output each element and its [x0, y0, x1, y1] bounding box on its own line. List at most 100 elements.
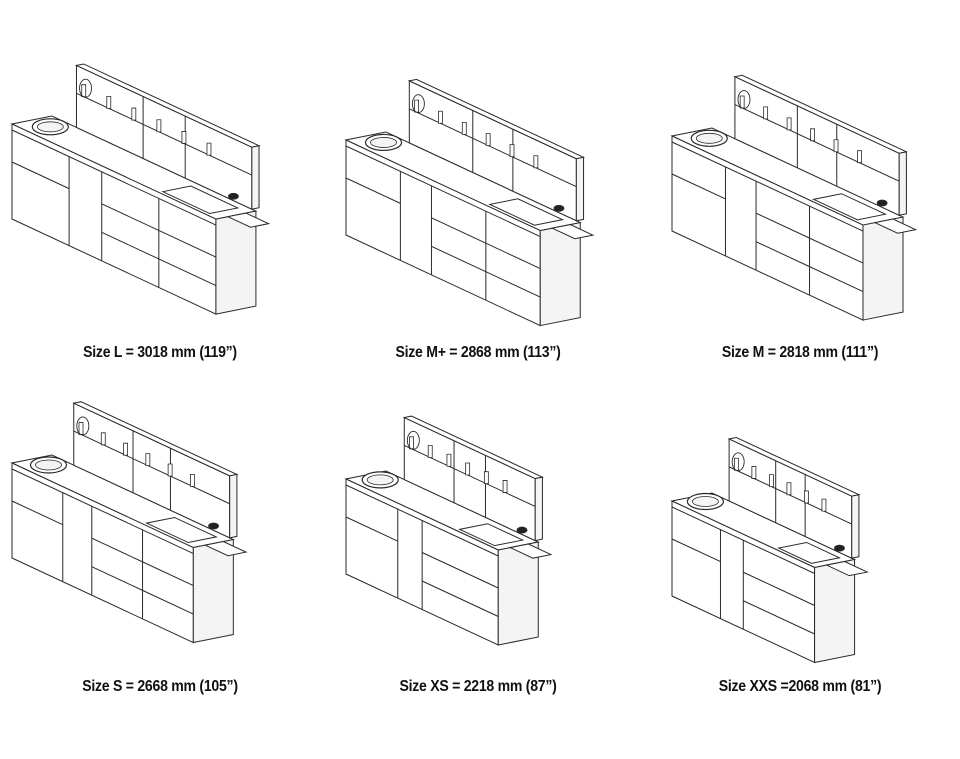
shelf-item [182, 131, 186, 143]
shelf-item [734, 458, 738, 470]
sink-basin [37, 122, 63, 132]
drawer-line [346, 517, 398, 541]
variant-card: Size S = 2668 mm (105”) [0, 379, 320, 758]
drawer-line [422, 581, 498, 617]
shelf-item [207, 143, 211, 155]
sink-basin [692, 497, 718, 507]
shelf-board [735, 105, 899, 182]
cooktop [779, 542, 840, 563]
shelf-item [510, 145, 514, 157]
kitchen-unit-drawing [0, 0, 320, 330]
shelf-item [107, 96, 111, 108]
fold-out-table [510, 544, 551, 558]
shelf-item [428, 446, 432, 458]
shelf-item [752, 466, 756, 478]
drawer-line [756, 242, 809, 267]
shelf-item [484, 472, 488, 484]
shelf-item [822, 499, 826, 511]
induction-hob [834, 545, 844, 551]
shelf-item [79, 422, 83, 434]
sink-basin [371, 137, 397, 147]
shelf-item [787, 483, 791, 495]
shelf-item [101, 433, 105, 445]
shelf-item [447, 454, 451, 466]
shelf-item [534, 156, 538, 168]
shelf-item [410, 437, 414, 449]
variant-caption: Size M = 2818 mm (111”) [721, 344, 879, 361]
kitchen-unit-drawing [318, 0, 638, 330]
shelf-item [146, 454, 150, 466]
back-shelf-side [230, 474, 237, 537]
shelf-board [74, 431, 230, 504]
drawer-line [486, 243, 540, 268]
sink-basin [36, 460, 62, 470]
drawer-line [102, 204, 159, 231]
shelf-item [764, 107, 768, 119]
induction-hob [877, 200, 887, 206]
drawer-line [810, 238, 863, 263]
drawer-line [159, 230, 216, 257]
back-shelf-side [899, 152, 906, 215]
shelf-item [811, 129, 815, 141]
shelf-item [486, 134, 490, 146]
variant-caption: Size XS = 2218 mm (87”) [399, 678, 557, 695]
shelf-board [76, 93, 251, 175]
shelf-item [787, 118, 791, 130]
kitchen-unit-drawing [640, 0, 960, 330]
shelf-item [740, 96, 744, 108]
shelf-item [466, 463, 470, 475]
drawer-line [143, 562, 194, 586]
dish-rack [80, 79, 92, 97]
variant-card: Size L = 3018 mm (119”) [0, 0, 320, 379]
induction-hob [517, 527, 527, 533]
fold-out-table [552, 225, 593, 239]
drawer-line [92, 538, 143, 562]
variant-caption: Size L = 3018 mm (119”) [83, 344, 237, 361]
kitchen-unit-drawing [318, 379, 638, 709]
variant-card: Size M+ = 2868 mm (113”) [318, 0, 638, 379]
kitchen-unit-drawing [0, 379, 320, 709]
shelf-item [157, 120, 161, 132]
cooktop [460, 524, 523, 546]
back-shelf-side [576, 157, 583, 220]
worktop-edge [672, 142, 863, 231]
dish-rack [412, 95, 424, 113]
drawer-line [143, 590, 194, 614]
shelf-item [132, 108, 136, 120]
drawer-line [12, 162, 69, 189]
shelf-item [168, 464, 172, 476]
shelf-item [124, 443, 128, 455]
shelf-item [503, 480, 507, 492]
shelf-item [190, 474, 194, 486]
back-shelf-side [852, 495, 859, 558]
variant-caption: Size S = 2668 mm (105”) [82, 678, 238, 695]
drawer-line [431, 218, 485, 243]
drawer-line [12, 501, 63, 525]
shelf-board [409, 109, 576, 187]
fold-out-table [875, 219, 916, 233]
induction-hob [228, 193, 238, 199]
sink-basin [367, 475, 393, 485]
drawer-line [431, 246, 485, 271]
shelf-item [438, 111, 442, 123]
shelf-board [729, 467, 852, 524]
drawer-line [92, 567, 143, 591]
drawer-line [743, 572, 814, 605]
cooktop [163, 186, 238, 213]
shelf-item [769, 475, 773, 487]
drawer-line [672, 174, 725, 199]
fold-out-table [205, 542, 246, 556]
drawer-line [486, 272, 540, 297]
variant-caption: Size M+ = 2868 mm (113”) [395, 344, 561, 361]
worktop-edge [12, 130, 216, 225]
drawer-line [672, 539, 720, 562]
drawer-line [346, 178, 400, 203]
shelf-item [858, 151, 862, 163]
fold-out-table [228, 213, 269, 227]
drawer-line [756, 213, 809, 238]
cooktop [814, 194, 886, 220]
worktop-edge [672, 507, 815, 573]
cooktop [147, 517, 217, 542]
dish-rack [407, 431, 419, 449]
dish-rack [732, 453, 744, 471]
